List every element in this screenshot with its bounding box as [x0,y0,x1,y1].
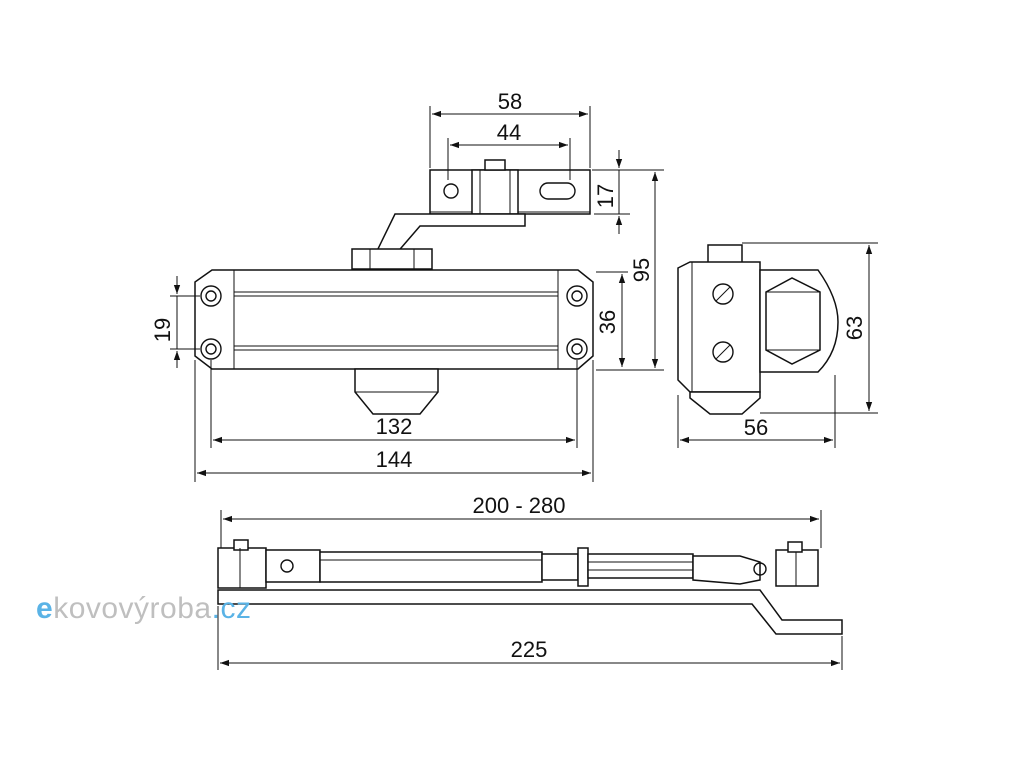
dim-label-body-holes-vertical: 19 [150,318,175,342]
dim-label-body-length: 144 [376,447,413,472]
top-bracket [351,159,591,270]
dim-label-arm-length: 225 [511,637,548,662]
dim-label-side-height: 63 [842,316,867,340]
logo-tld: .cz [211,592,252,625]
closer-body [194,269,594,415]
dim-label-body-height: 36 [595,310,620,334]
dim-label-arm-adjustable: 200 - 280 [473,493,566,518]
front-view [194,159,594,415]
dim-label-side-width: 56 [744,415,768,440]
dimension-labels: 58 44 17 95 36 19 132 144 63 56 200 - 28… [150,89,867,662]
brand-logo: ekovovýroba.cz [36,592,251,626]
dim-label-top-bracket-width: 58 [498,89,522,114]
dimension-lines [170,106,878,670]
logo-name: kovovýroba [53,592,212,625]
logo-initial: e [36,592,54,625]
dim-label-top-bracket-height: 17 [593,184,618,208]
side-view [677,244,839,415]
dim-label-body-holes-horizontal: 132 [376,414,413,439]
arm-view [217,539,843,635]
dim-label-overall-height: 95 [629,258,654,282]
dim-label-top-bracket-holes: 44 [497,120,521,145]
